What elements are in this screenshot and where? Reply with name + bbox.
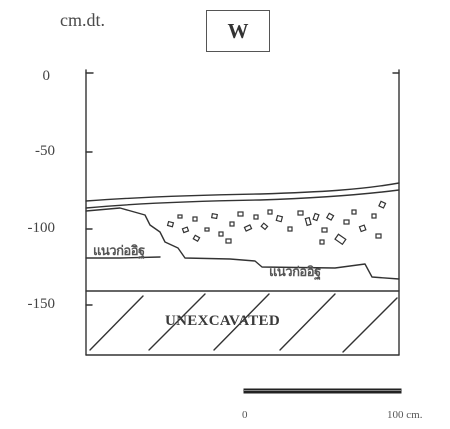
rubble-fragment [334, 233, 347, 246]
brick-course-outline [85, 207, 400, 280]
hatch-line [148, 293, 206, 351]
brick-course-label-right: แนวก่ออิฐ [269, 265, 321, 280]
rubble-fragment [260, 222, 269, 231]
rubble-fragment [229, 221, 235, 227]
brick-course-lower [85, 256, 161, 259]
rubble-fragment [243, 224, 253, 232]
scale-start-label: 0 [242, 409, 248, 421]
rubble-fragment [166, 220, 175, 228]
surface-line-lower [85, 189, 400, 209]
depth-tick-50: -50 [35, 143, 55, 159]
rubble-fragment [358, 224, 367, 233]
rubble-fragment [177, 214, 183, 219]
rubble-fragment [343, 219, 350, 225]
rubble-fragment [321, 227, 328, 233]
unit-label: cm.dt. [60, 10, 105, 30]
rubble-fragment [378, 200, 387, 209]
rubble-fragment [192, 216, 198, 222]
rubble-fragment [312, 212, 320, 222]
surface-line-upper [85, 182, 400, 202]
rubble-fragment [267, 209, 273, 215]
wall-label: W [227, 18, 249, 43]
depth-tick-0: 0 [42, 68, 51, 84]
rubble-fragment [225, 238, 232, 244]
rubble-fragment [253, 214, 259, 220]
hatch-line [213, 293, 270, 351]
hatch-line [279, 293, 336, 351]
rubble-fragment [275, 214, 284, 223]
rubble-fragment [218, 231, 224, 237]
rubble-fragment [371, 213, 377, 219]
rubble-fragment [319, 239, 325, 245]
wall-label-box: W [206, 10, 270, 52]
rubble-fragment [304, 216, 312, 227]
brick-course-label-left: แนวก่ออิฐ [93, 244, 145, 259]
rubble-fragment [351, 209, 357, 215]
rubble-fragment [192, 234, 201, 243]
depth-tick-150: -150 [27, 296, 56, 312]
rubble-fragment [287, 226, 293, 232]
rubble-fragment [237, 211, 244, 217]
rubble-fragment [297, 210, 304, 216]
scale-bar-gap [244, 390, 401, 391]
depth-tick-100: -100 [27, 220, 56, 236]
hatch-line [342, 297, 398, 353]
rubble-fragment [181, 226, 190, 234]
rubble-fragment [375, 233, 382, 239]
unexcavated-label: UNEXCAVATED [165, 313, 280, 329]
hatch-line [89, 295, 144, 351]
scale-bar [243, 388, 402, 394]
rubble-fragment [210, 212, 218, 220]
rubble-fragment [325, 212, 335, 221]
scale-end-label: 100 cm. [387, 409, 423, 421]
rubble-fragment [204, 227, 210, 232]
